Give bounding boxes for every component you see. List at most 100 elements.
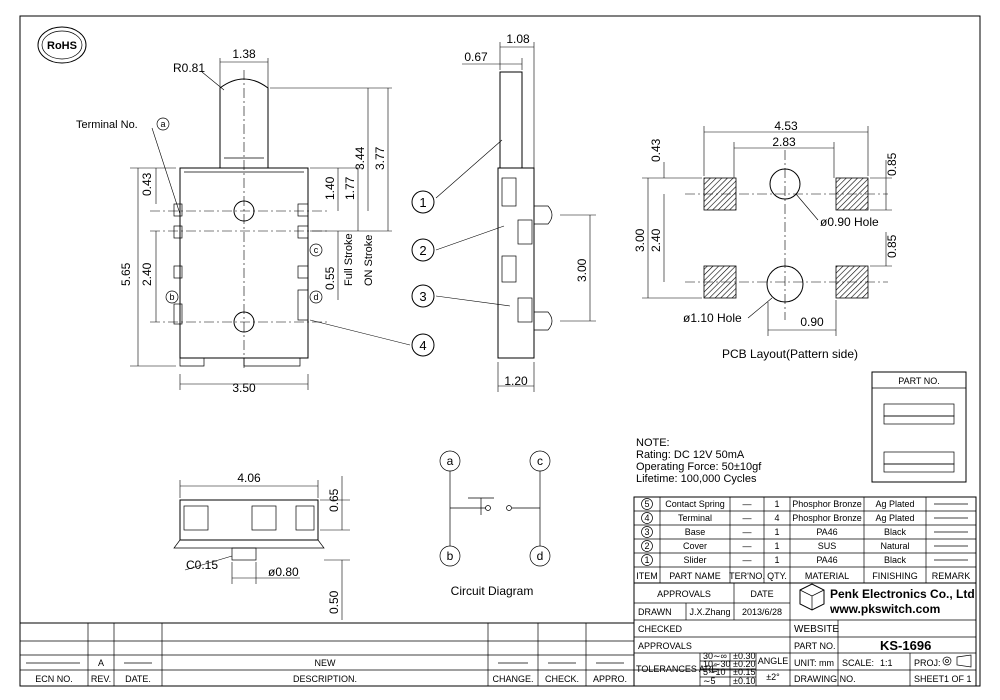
pcb-dim-0-85-top: 0.85 bbox=[885, 152, 899, 176]
bom-cell-item: 3 bbox=[644, 527, 649, 537]
circuit-a: a bbox=[439, 450, 461, 472]
pcb-layout-title: PCB Layout(Pattern side) bbox=[722, 347, 858, 361]
rev-header-description: DESCRIPTION. bbox=[293, 674, 357, 684]
callout-2: 2 bbox=[411, 238, 435, 262]
svg-text:ITEM: ITEM bbox=[636, 571, 658, 581]
rev-new: NEW bbox=[315, 658, 337, 668]
pcb-dim-3-00: 3.00 bbox=[633, 228, 647, 252]
svg-text:c: c bbox=[537, 454, 543, 468]
pcb-dim-2-83: 2.83 bbox=[772, 135, 796, 149]
dim-1-20: 1.20 bbox=[504, 374, 528, 388]
circuit-title: Circuit Diagram bbox=[451, 584, 534, 598]
rev-header-appro: APPRO. bbox=[593, 674, 627, 684]
rev-header-ecn: ECN NO. bbox=[35, 674, 73, 684]
pcb-dim-0-85-bottom: 0.85 bbox=[885, 234, 899, 258]
tol-value-4: ±0.10 bbox=[733, 676, 755, 686]
bom-cell-qty: 4 bbox=[774, 513, 779, 523]
bom-cell-name: Contact Spring bbox=[665, 499, 725, 509]
dim-3-50: 3.50 bbox=[232, 381, 256, 395]
bom-item-circle bbox=[641, 554, 653, 566]
tb-proj: PROJ: bbox=[914, 658, 941, 668]
tb-part-no-value: KS-1696 bbox=[880, 638, 931, 653]
callout-3: 3 bbox=[411, 284, 435, 308]
rev-header-date: DATE. bbox=[125, 674, 151, 684]
pcb-layout bbox=[642, 126, 892, 336]
on-stroke-label: ON Stroke bbox=[363, 235, 375, 286]
notes-heading: NOTE: bbox=[636, 437, 670, 449]
bom-cell-qty: 1 bbox=[774, 555, 779, 565]
bom-cell-name: Base bbox=[685, 527, 706, 537]
tb-tolerances: TOLERANCES ARE bbox=[636, 664, 717, 674]
tb-approvals-2: APPROVALS bbox=[638, 641, 692, 651]
dim-r081: R0.81 bbox=[173, 61, 205, 75]
bom-header: ITEM PART NAME TER'NO. QTY. MATERIAL FIN… bbox=[636, 571, 970, 581]
rev-header-rev: REV. bbox=[91, 674, 111, 684]
dim-1-38: 1.38 bbox=[232, 47, 256, 61]
notes-lifetime: Lifetime: 100,000 Cycles bbox=[636, 473, 757, 485]
tb-website: WEBSITE bbox=[794, 624, 839, 635]
pcb-dim-4-53: 4.53 bbox=[774, 119, 798, 133]
dim-0-67: 0.67 bbox=[464, 50, 488, 64]
svg-text:TER'NO.: TER'NO. bbox=[729, 571, 765, 581]
svg-text:a: a bbox=[447, 454, 454, 468]
company-url: www.pkswitch.com bbox=[829, 602, 940, 616]
bom-cell-ter: — bbox=[743, 513, 752, 523]
tb-checked: CHECKED bbox=[638, 624, 683, 634]
circuit-d: d bbox=[529, 545, 551, 567]
terminal-c-marker: c bbox=[309, 243, 323, 257]
revision-table bbox=[20, 622, 634, 686]
terminal-a-marker: a bbox=[156, 117, 170, 131]
tb-sheet-val: 1 OF 1 bbox=[944, 674, 972, 684]
bottom-view bbox=[173, 476, 350, 620]
dim-5-65: 5.65 bbox=[119, 262, 133, 286]
terminal-label: Terminal No. bbox=[76, 119, 138, 131]
tol-value-1: ±0.30 bbox=[733, 651, 755, 661]
rev-header-check: CHECK. bbox=[545, 674, 579, 684]
part-no-box-title: PART NO. bbox=[898, 376, 940, 386]
dim-3-44: 3.44 bbox=[353, 146, 367, 170]
svg-text:d: d bbox=[313, 292, 318, 302]
tb-drawing-no: DRAWING NO. bbox=[794, 674, 856, 684]
svg-text:RoHS: RoHS bbox=[47, 40, 77, 52]
title-block bbox=[633, 582, 977, 687]
bom-cell-finish: Natural bbox=[880, 541, 909, 551]
tol-range-2: 10∼30 bbox=[703, 659, 731, 669]
svg-text:FINISHING: FINISHING bbox=[872, 571, 918, 581]
svg-text:4: 4 bbox=[419, 338, 426, 353]
tb-approvals: APPROVALS bbox=[657, 589, 711, 599]
bom-cell-qty: 1 bbox=[774, 527, 779, 537]
bom-cell-ter: — bbox=[743, 527, 752, 537]
pcb-hole-0-90: ø0.90 Hole bbox=[820, 215, 879, 229]
circuit-c: c bbox=[529, 450, 551, 472]
tb-sheet: SHEET bbox=[914, 674, 945, 684]
svg-text:c: c bbox=[314, 245, 319, 255]
dim-0-50: 0.50 bbox=[327, 590, 341, 614]
sheet-border bbox=[19, 15, 981, 687]
bom-cell-ter: — bbox=[743, 499, 752, 509]
dim-2-40: 2.40 bbox=[140, 262, 154, 286]
tb-angle-val: ±2° bbox=[766, 672, 780, 682]
bom-cell-ter: — bbox=[743, 555, 752, 565]
bom-cell-material: PA46 bbox=[816, 527, 837, 537]
bom-item-circle bbox=[641, 526, 653, 538]
tb-date: DATE bbox=[750, 589, 773, 599]
svg-text:b: b bbox=[447, 549, 454, 563]
company-name: Penk Electronics Co., Ltd bbox=[830, 587, 975, 601]
bom-item-circle bbox=[641, 512, 653, 524]
rev-header-change: CHANGE. bbox=[492, 674, 533, 684]
dim-1-77: 1.77 bbox=[343, 176, 357, 200]
bom-item-circle bbox=[641, 498, 653, 510]
callout-4: 4 bbox=[411, 333, 435, 357]
tb-drawn-date: 2013/6/28 bbox=[742, 607, 782, 617]
svg-text:1: 1 bbox=[419, 195, 426, 210]
bom-cell-material: SUS bbox=[818, 541, 837, 551]
front-view bbox=[130, 58, 411, 390]
svg-text:a: a bbox=[160, 119, 165, 129]
bom-cell-ter: — bbox=[743, 541, 752, 551]
tol-range-1: 30∼∞ bbox=[703, 651, 727, 661]
dim-c0-15: C0.15 bbox=[186, 558, 218, 572]
bom-cell-item: 2 bbox=[644, 541, 649, 551]
dim-0-55: 0.55 bbox=[323, 266, 337, 290]
dim-0-80: ø0.80 bbox=[268, 565, 299, 579]
